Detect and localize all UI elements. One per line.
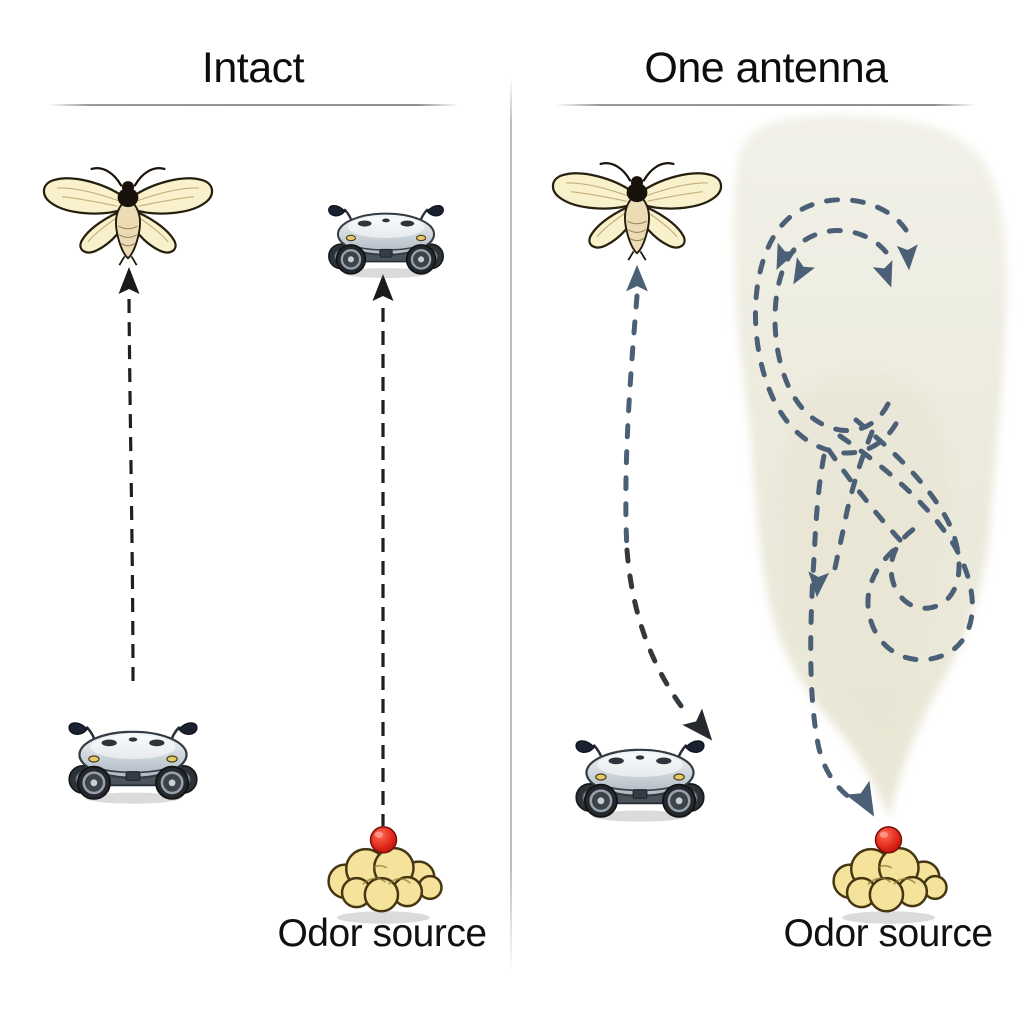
robot-illustration-intact bbox=[327, 204, 445, 280]
robot-illustration-one-antenna bbox=[574, 739, 706, 823]
moth-illustration-intact bbox=[42, 166, 214, 266]
title-underline-right bbox=[556, 104, 976, 106]
intact-robot-trajectory bbox=[372, 274, 394, 826]
odor-source-label-one-antenna: Odor source bbox=[783, 912, 993, 955]
panel-divider-vertical bbox=[510, 78, 512, 975]
odor-source-icon-one-antenna bbox=[832, 825, 948, 925]
panel-title-intact: Intact bbox=[201, 44, 305, 92]
title-underline-left bbox=[48, 104, 458, 106]
panel-title-one-antenna: One antenna bbox=[644, 44, 888, 92]
one-antenna-looping-trajectory bbox=[753, 197, 975, 817]
robot-illustration-intact-start bbox=[67, 721, 199, 805]
intact-moth-trajectory bbox=[118, 267, 140, 687]
one-antenna-moth-trajectory bbox=[623, 264, 713, 741]
moth-illustration-one-antenna bbox=[551, 161, 723, 261]
odor-plume bbox=[733, 115, 1007, 818]
odor-source-label-intact: Odor source bbox=[277, 912, 487, 955]
odor-source-icon-intact bbox=[327, 825, 443, 925]
